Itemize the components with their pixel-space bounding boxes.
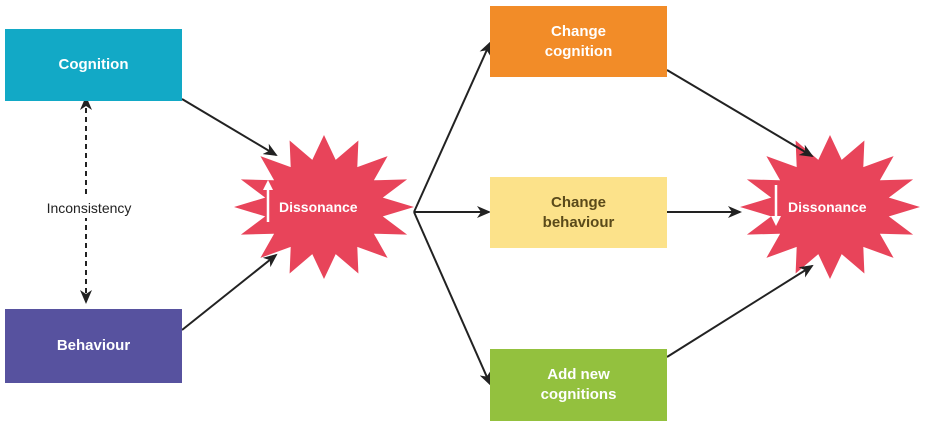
inconsistency-label: Inconsistency bbox=[24, 198, 154, 218]
change-cognition-box: Change cognition bbox=[490, 6, 667, 77]
behaviour-to-dissonance-arrow bbox=[181, 253, 278, 331]
change-behaviour-box: Change behaviour bbox=[490, 177, 667, 248]
dissonance-to-add-cognitions-arrow bbox=[413, 211, 491, 386]
change-cognition-to-dissonance-arrow bbox=[666, 69, 814, 158]
dissonance-starburst bbox=[740, 135, 920, 279]
dissonance-label: Dissonance bbox=[279, 199, 358, 215]
dissonance-to-change-cognition-arrow bbox=[413, 41, 491, 213]
dissonance-starburst bbox=[234, 135, 414, 279]
cognition-to-dissonance-arrow bbox=[181, 98, 278, 157]
cognition-box: Cognition bbox=[5, 29, 182, 101]
add-cognitions-to-dissonance-arrow bbox=[666, 264, 814, 358]
dissonance-label: Dissonance bbox=[788, 199, 867, 215]
add-new-cognitions-box: Add new cognitions bbox=[490, 349, 667, 421]
behaviour-box: Behaviour bbox=[5, 309, 182, 383]
